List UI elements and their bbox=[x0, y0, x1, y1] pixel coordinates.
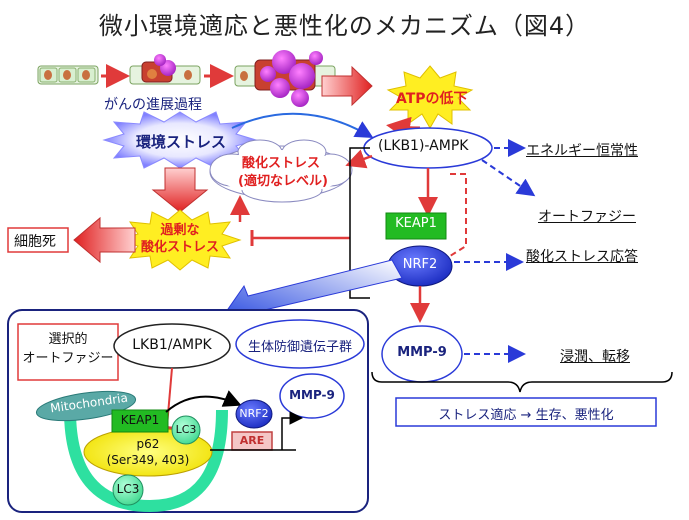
oxidative-stress-cloud bbox=[209, 139, 353, 203]
cancer-progression-label: がんの進展過程 bbox=[104, 97, 202, 113]
page-title: 微小環境適応と悪性化のメカニズム（図4） bbox=[98, 12, 591, 40]
lc3-label-b: LC3 bbox=[116, 482, 140, 496]
excess-stress-burst bbox=[118, 209, 242, 271]
normal-cells bbox=[37, 65, 99, 85]
env-stress-label: 環境ストレス bbox=[136, 133, 227, 151]
cell-death-label: 細胞死 bbox=[14, 234, 56, 250]
inset-mmp9-label: MMP-9 bbox=[289, 388, 335, 402]
keap1-label: KEAP1 bbox=[395, 216, 437, 231]
arrow-to-atp bbox=[321, 65, 373, 107]
arrow-to-cell-death bbox=[73, 216, 136, 264]
inset-nrf2-label: NRF2 bbox=[239, 407, 269, 420]
keap1-box bbox=[385, 212, 447, 240]
arrow-to-autophagy bbox=[481, 159, 536, 197]
inset-keap1-label: KEAP1 bbox=[120, 413, 160, 427]
inset-mmp9-node bbox=[279, 373, 345, 419]
are-label: ARE bbox=[239, 434, 265, 447]
oxidative-stress-proper-line1: 酸化ストレス bbox=[241, 156, 320, 171]
early-tumor-cells bbox=[129, 54, 201, 85]
selective-autophagy-line1: 選択的 bbox=[48, 332, 88, 347]
oxidative-response-label: 酸化ストレス応答 bbox=[526, 249, 638, 265]
invasion-label: 浸潤、転移 bbox=[560, 349, 630, 365]
outcome-box bbox=[395, 397, 657, 427]
arrow-ampk-to-cloud bbox=[345, 149, 373, 169]
cell-death-box bbox=[7, 227, 69, 253]
mitochondria bbox=[35, 390, 137, 422]
excess-stress-label: 過剰な 酸化ストレス bbox=[138, 222, 222, 256]
excess-stress-line2: 酸化ストレス bbox=[140, 240, 219, 255]
inset-ampk-label: LKB1/AMPK bbox=[132, 337, 212, 353]
autophagy-label: オートファジー bbox=[538, 209, 636, 225]
p62-line2: (Ser349, 403) bbox=[106, 453, 190, 467]
ampk-label: (LKB1)-AMPK bbox=[378, 138, 469, 154]
p62-line1: p62 bbox=[136, 437, 160, 451]
atp-decrease-label: ATPの低下 bbox=[396, 91, 468, 107]
inset-keap1-box bbox=[111, 409, 169, 433]
lc3-node-a bbox=[171, 415, 201, 445]
selective-autophagy-line2: オートファジー bbox=[22, 351, 114, 366]
excess-stress-line1: 過剰な bbox=[160, 223, 200, 238]
outcome-label: ストレス適応 → 生存、悪性化 bbox=[438, 408, 614, 423]
curly-brace bbox=[371, 371, 673, 393]
energy-homeostasis-label: エネルギー恒常性 bbox=[526, 143, 638, 159]
oxidative-stress-proper-label: 酸化ストレス (適切なレベル) bbox=[238, 155, 328, 191]
selective-autophagy-box bbox=[17, 323, 119, 381]
bracket-left bbox=[349, 147, 370, 299]
dashed-ampk-to-nrf2 bbox=[449, 173, 467, 257]
oxidative-stress-proper-line2: (適切なレベル) bbox=[238, 174, 328, 189]
advanced-tumor-cells bbox=[234, 50, 336, 107]
selective-autophagy-label: 選択的 オートファジー bbox=[18, 330, 118, 368]
inset-nrf2-node bbox=[235, 399, 273, 429]
mmp9-label: MMP-9 bbox=[397, 345, 447, 360]
defense-genes-label: 生体防御遺伝子群 bbox=[247, 340, 352, 355]
lc3-label-a: LC3 bbox=[175, 423, 197, 436]
lc3-node-b bbox=[112, 474, 144, 506]
autophagosome-arc bbox=[64, 409, 228, 513]
transcription-arrow bbox=[281, 411, 303, 450]
arrow-stress-to-ampk bbox=[231, 112, 374, 138]
arrow-stress-down bbox=[151, 167, 209, 213]
arrow-release-nrf2 bbox=[165, 390, 242, 413]
defense-genes-node bbox=[235, 319, 365, 369]
nrf2-label: NRF2 bbox=[402, 257, 438, 272]
p62-label: p62 (Ser349, 403) bbox=[84, 436, 212, 468]
